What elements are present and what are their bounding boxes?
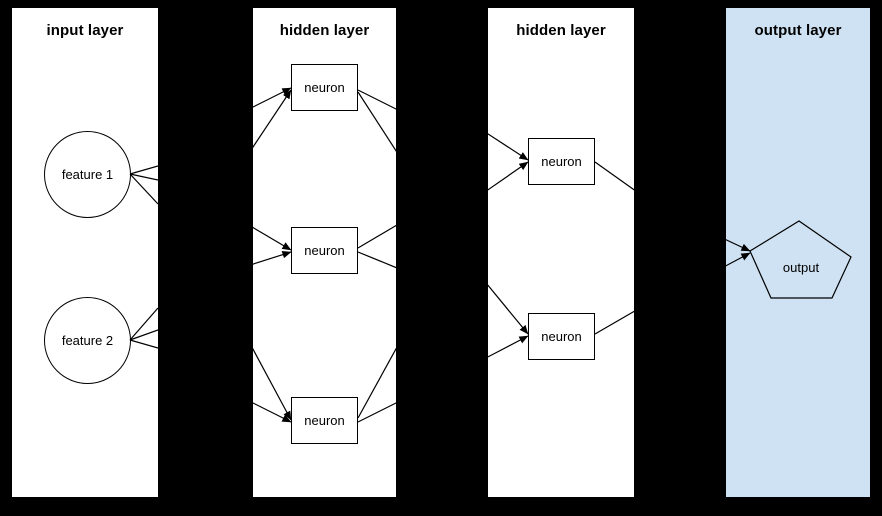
layer-title-hidden-1: hidden layer xyxy=(279,22,370,39)
hidden-layer-2-edges xyxy=(488,133,634,358)
input-layer-edges xyxy=(129,165,158,349)
node-hidden1-neuron-3[interactable] xyxy=(291,397,358,444)
layer-title-output: output layer xyxy=(754,22,842,39)
node-label-feature-2: feature 2 xyxy=(61,333,114,348)
node-label-hidden1-neuron-3: neuron xyxy=(304,413,345,428)
node-hidden1-neuron-1[interactable] xyxy=(291,64,358,111)
node-hidden2-neuron-2[interactable] xyxy=(528,313,595,360)
node-label-feature-1: feature 1 xyxy=(61,167,114,182)
node-hidden2-neuron-1[interactable] xyxy=(528,138,595,185)
layer-title-input: input layer xyxy=(46,22,124,39)
layer-panel-input[interactable]: input layer feature 1 feature 2 xyxy=(12,8,158,497)
layer-panel-hidden-1[interactable]: hidden layer neuron neuron neuron xyxy=(253,8,396,497)
layer-title-hidden-2: hidden layer xyxy=(516,22,606,39)
layer-panel-output[interactable]: output layer output xyxy=(726,8,870,497)
layer-panel-hidden-2[interactable]: hidden layer neuron neuron xyxy=(488,8,634,497)
node-hidden1-neuron-2[interactable] xyxy=(291,227,358,274)
node-label-hidden1-neuron-1: neuron xyxy=(304,80,345,95)
node-label-hidden2-neuron-1: neuron xyxy=(541,154,582,169)
node-feature-1[interactable] xyxy=(44,131,131,218)
node-label-hidden2-neuron-2: neuron xyxy=(541,329,582,344)
node-label-hidden1-neuron-2: neuron xyxy=(304,243,345,258)
node-label-output: output xyxy=(782,260,820,275)
node-feature-2[interactable] xyxy=(44,297,131,384)
